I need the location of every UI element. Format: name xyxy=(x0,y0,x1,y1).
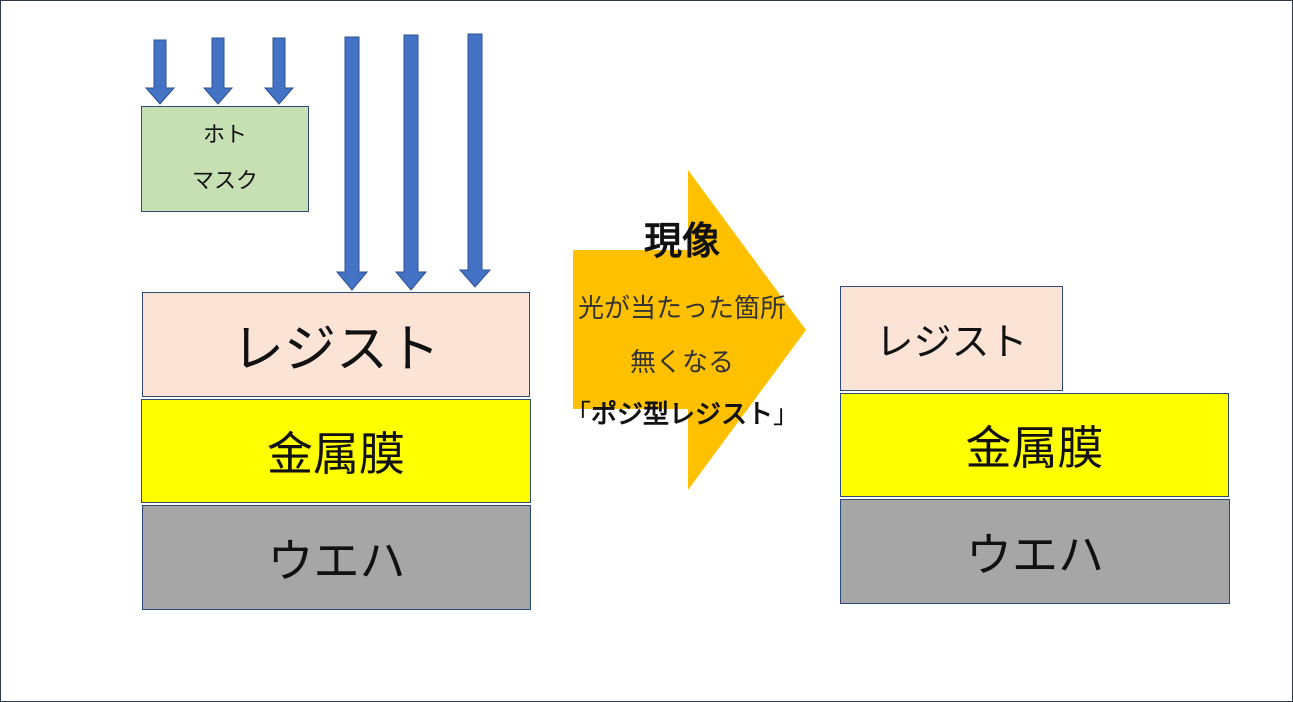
close-bracket: 」 xyxy=(773,400,800,430)
metal-layer-after: 金属膜 xyxy=(840,393,1229,497)
wafer-layer-before: ウエハ xyxy=(142,505,531,610)
resist-layer-before: レジスト xyxy=(142,292,530,397)
positive-resist-label: ポジ型レジスト xyxy=(590,400,773,430)
metal-label-after: 金属膜 xyxy=(965,421,1104,475)
light-arrow-4 xyxy=(335,36,369,291)
resist-label-after: レジスト xyxy=(875,320,1028,364)
wafer-label-after: ウエハ xyxy=(966,527,1104,582)
light-arrow-1 xyxy=(144,39,176,105)
light-arrow-3 xyxy=(263,37,295,105)
photomask-box: ホト マスク xyxy=(141,106,309,212)
light-arrow-6 xyxy=(458,33,492,288)
resist-layer-after: レジスト xyxy=(840,286,1063,391)
light-arrow-5 xyxy=(394,34,428,291)
open-bracket: 「 xyxy=(564,400,591,430)
development-description-line3: 「ポジ型レジスト」 xyxy=(542,394,822,431)
development-title: 現像 xyxy=(643,219,720,263)
photomask-label-line1: ホト xyxy=(202,123,247,148)
metal-label-before: 金属膜 xyxy=(267,427,405,481)
development-description-line2: 無くなる xyxy=(629,348,734,378)
development-arrow xyxy=(573,170,806,490)
metal-layer-before: 金属膜 xyxy=(141,399,531,503)
photomask-label-line2: マスク xyxy=(191,169,258,194)
development-description-line1: 光が当たった箇所 xyxy=(577,294,786,324)
wafer-label-before: ウエハ xyxy=(267,533,406,588)
resist-label-before: レジスト xyxy=(231,320,440,380)
light-arrow-2 xyxy=(202,37,234,105)
wafer-layer-after: ウエハ xyxy=(840,499,1230,604)
